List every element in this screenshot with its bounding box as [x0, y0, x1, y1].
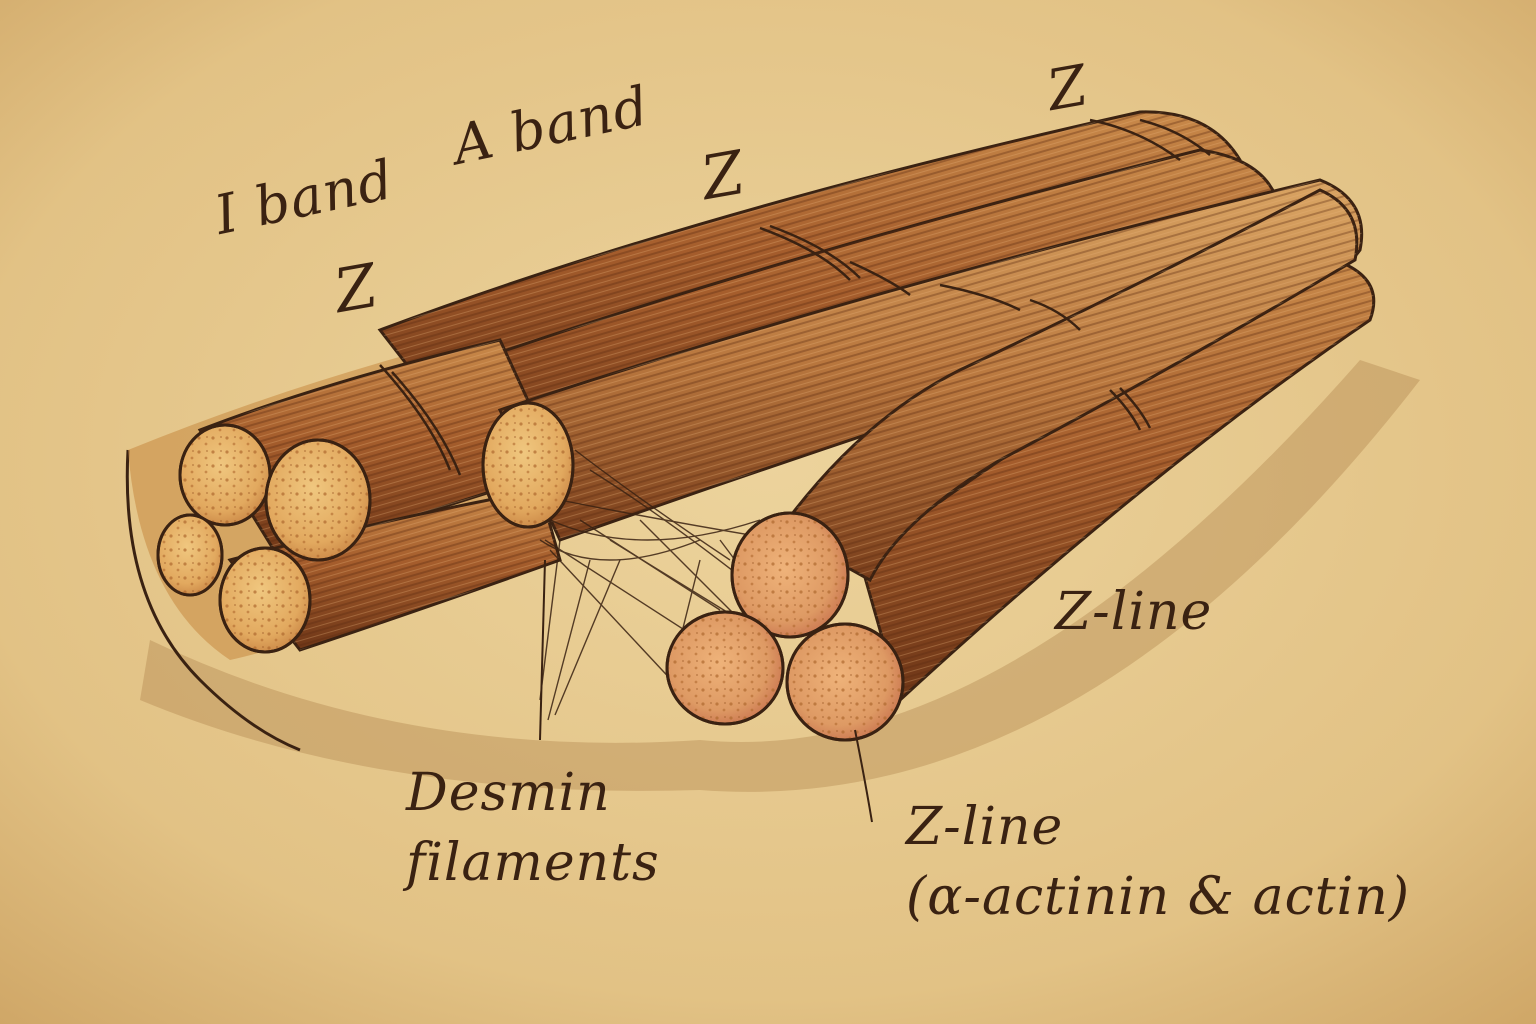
label-z-line-right: Z-line — [1055, 582, 1213, 642]
label-desmin-line1: Desmin — [406, 763, 611, 823]
cross-sections-right — [665, 511, 905, 742]
leader-lines — [539, 559, 873, 823]
label-z-line-bottom: Z-line (α-actinin & actin) — [906, 792, 1410, 932]
z-line-bands — [379, 118, 1211, 476]
label-z-line-bottom-line1: Z-line — [906, 797, 1064, 857]
cross-sections-left — [156, 423, 372, 654]
label-desmin-filaments: Desmin filaments — [406, 758, 660, 898]
label-z-line-bottom-line2: (α-actinin & actin) — [906, 867, 1411, 928]
bundle-shadow — [140, 360, 1420, 792]
sarcolemma-sheath — [125, 449, 301, 752]
label-desmin-line2: filaments — [406, 833, 660, 894]
leader-desmin — [539, 559, 546, 741]
leader-z-line-bottom — [854, 729, 873, 823]
cross-section-middle — [481, 401, 575, 529]
